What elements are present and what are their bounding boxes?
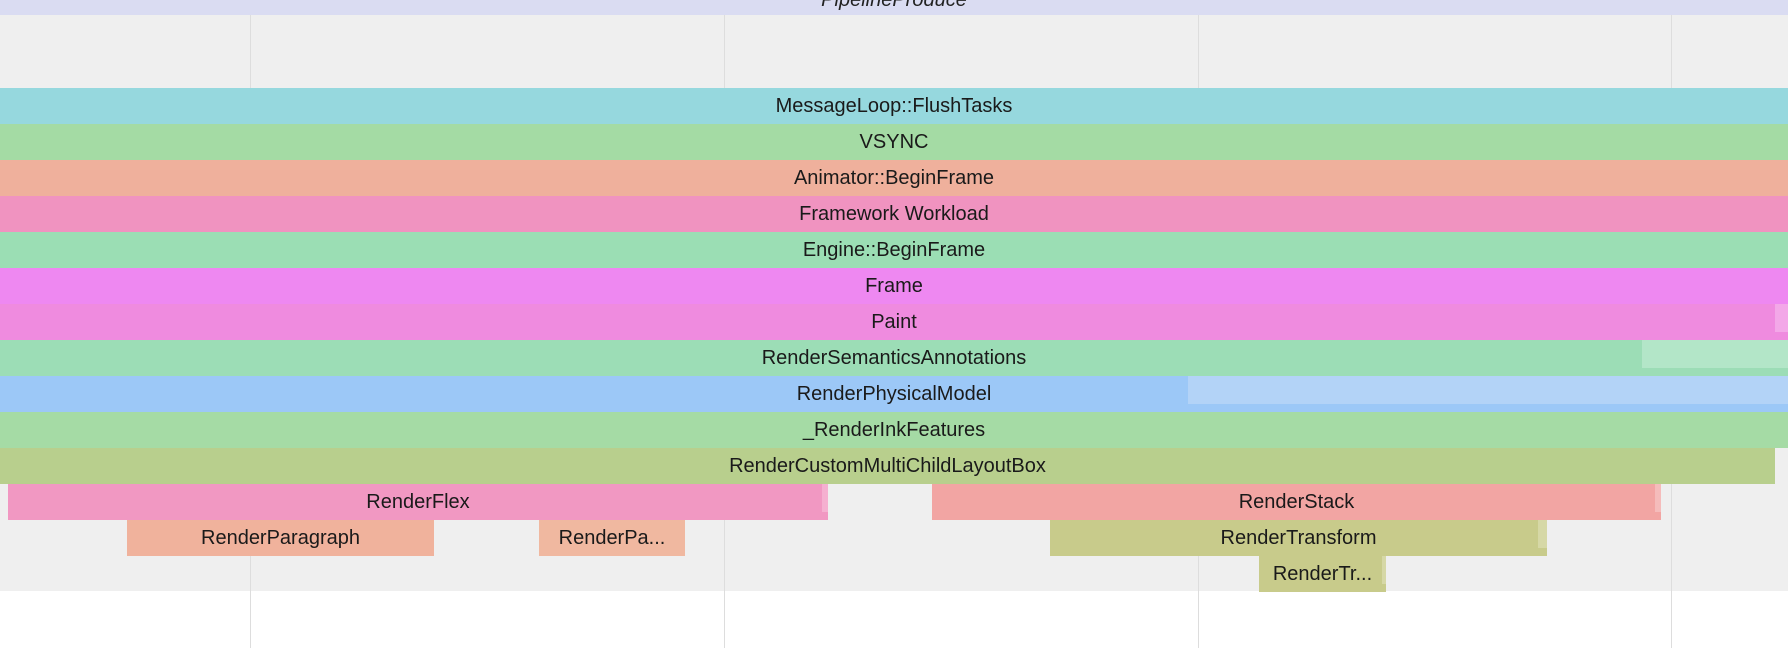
slice-render-flex[interactable]: RenderFlex <box>8 484 828 520</box>
slice-label: _RenderInkFeatures <box>802 419 986 441</box>
slice-label: RenderParagraph <box>201 527 360 549</box>
slice-label: RenderCustomMultiChildLayoutBox <box>729 455 1046 477</box>
slice-render-transform[interactable]: RenderTransform <box>1050 520 1547 556</box>
slice-paint[interactable]: Paint <box>0 304 1788 340</box>
slice-label: Paint <box>871 311 917 333</box>
slice-render-physical-model[interactable]: RenderPhysicalModel <box>0 376 1788 412</box>
slice-label: Framework Workload <box>799 203 989 225</box>
child-slice-shade <box>1775 304 1788 332</box>
slice-label: Frame <box>865 275 923 297</box>
slice-render-ink-features[interactable]: _RenderInkFeatures <box>0 412 1788 448</box>
slice-render-paragraph-truncated[interactable]: RenderPa... <box>539 520 685 556</box>
slice-label: RenderSemanticsAnnotations <box>761 347 1027 369</box>
slice-label: RenderTransform <box>1220 527 1377 549</box>
slice-framework-workload[interactable]: Framework Workload <box>0 196 1788 232</box>
slice-label: Engine::BeginFrame <box>802 239 986 261</box>
slice-message-loop-flush-tasks[interactable]: MessageLoop::FlushTasks <box>0 88 1788 124</box>
slice-vsync[interactable]: VSYNC <box>0 124 1788 160</box>
slice-render-transform-truncated[interactable]: RenderTr... <box>1259 556 1386 592</box>
child-slice-shade <box>1642 340 1788 368</box>
slice-engine-begin-frame[interactable]: Engine::BeginFrame <box>0 232 1788 268</box>
slice-label: MessageLoop::FlushTasks <box>775 95 1013 117</box>
slice-frame[interactable]: Frame <box>0 268 1788 304</box>
slice-label: VSYNC <box>859 131 929 153</box>
slice-label: RenderPhysicalModel <box>796 383 992 405</box>
child-slice-shade <box>1188 376 1788 404</box>
child-slice-shade <box>822 484 828 512</box>
slice-label: Animator::BeginFrame <box>793 167 995 189</box>
slice-render-paragraph[interactable]: RenderParagraph <box>127 520 434 556</box>
slice-label: RenderPa... <box>558 527 666 549</box>
slice-label: RenderStack <box>1238 491 1355 513</box>
slice-render-custom-multichild-layout-box[interactable]: RenderCustomMultiChildLayoutBox <box>0 448 1775 484</box>
slice-render-semantics-annotations[interactable]: RenderSemanticsAnnotations <box>0 340 1788 376</box>
child-slice-shade <box>1538 520 1547 548</box>
slice-label: RenderTr... <box>1272 563 1373 585</box>
slice-pipeline-produce[interactable]: PipelineProduce <box>0 0 1788 15</box>
child-slice-shade <box>1382 556 1386 584</box>
slice-animator-begin-frame[interactable]: Animator::BeginFrame <box>0 160 1788 196</box>
child-slice-shade <box>1655 484 1661 512</box>
slice-render-stack[interactable]: RenderStack <box>932 484 1661 520</box>
slice-label: PipelineProduce <box>821 0 967 11</box>
slice-label: RenderFlex <box>366 491 470 513</box>
